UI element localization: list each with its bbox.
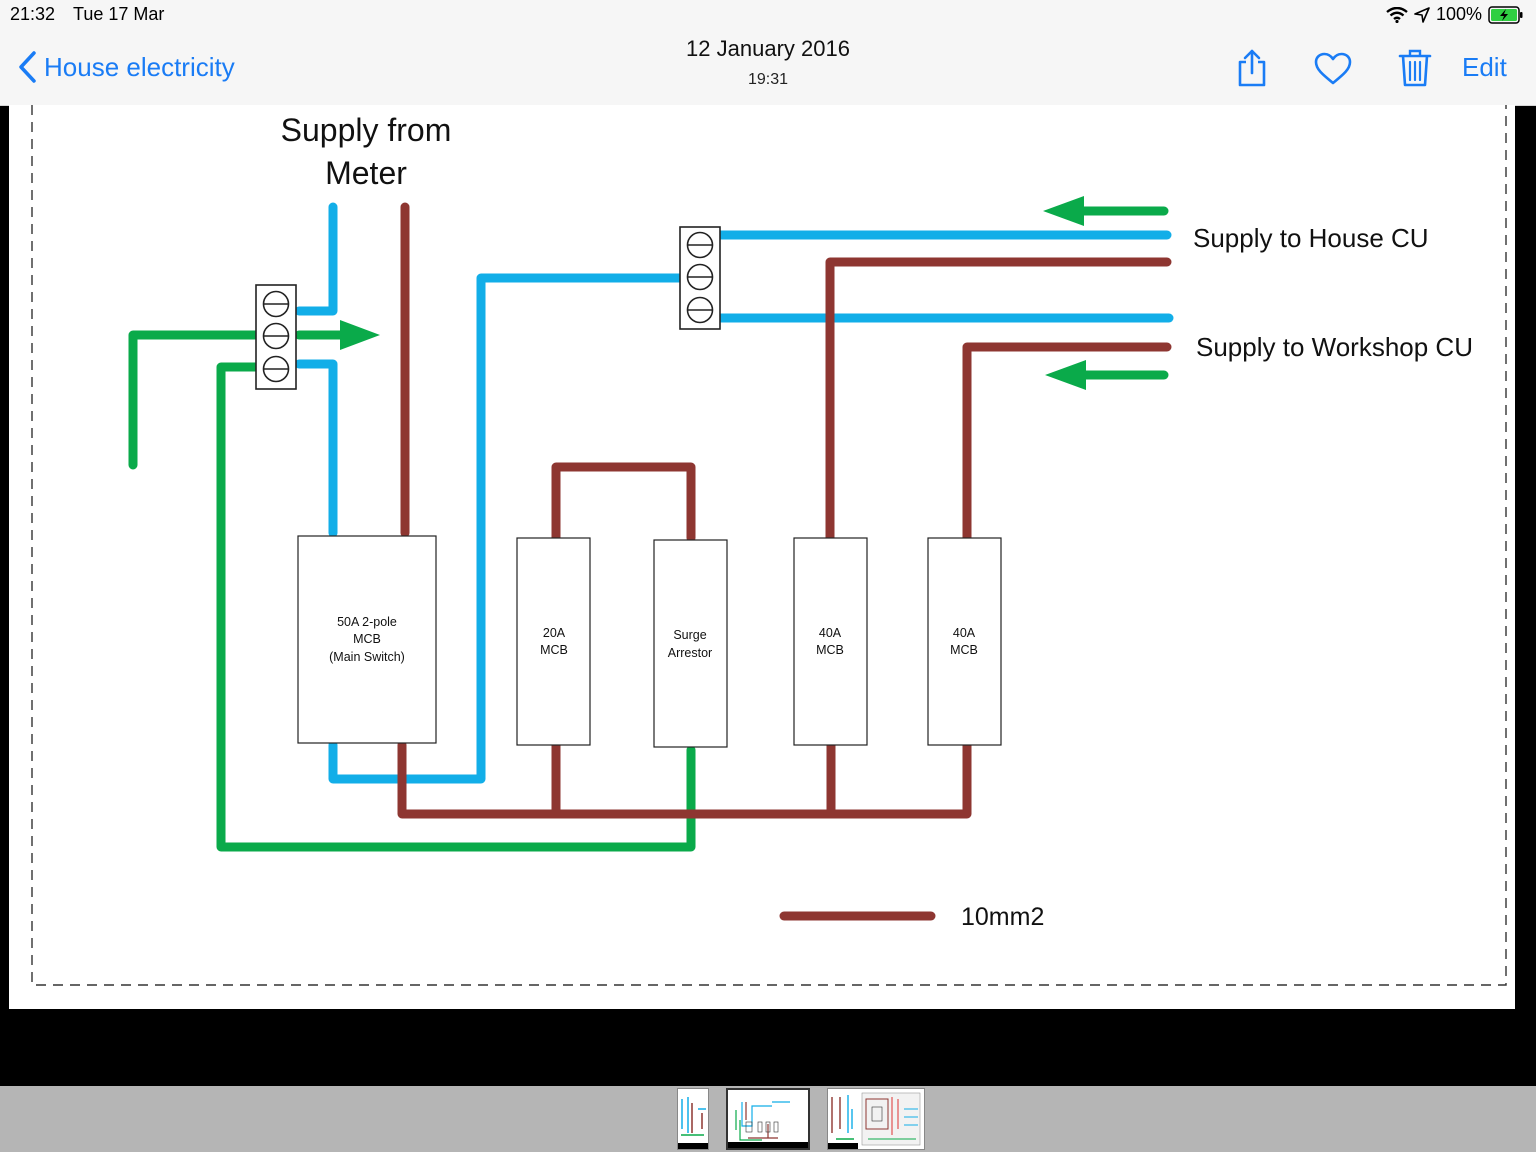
surge-line1: Surge bbox=[673, 628, 706, 642]
status-time: 21:32 bbox=[10, 4, 56, 24]
photo-canvas: 50A 2-pole MCB (Main Switch) 20A MCB Sur… bbox=[9, 105, 1515, 1009]
status-bar: 21:32 Tue 17 Mar 100% bbox=[0, 0, 1536, 30]
thumbnail-3[interactable] bbox=[827, 1088, 925, 1150]
live-wires bbox=[397, 202, 1172, 921]
mcb-20a-line1: 20A bbox=[543, 626, 566, 640]
status-right: 100% bbox=[1386, 4, 1524, 25]
main-switch-line2: MCB bbox=[353, 632, 381, 646]
dashed-border bbox=[31, 105, 1507, 986]
supply-house-label: Supply to House CU bbox=[1193, 223, 1429, 253]
supply-from-label-1: Supply from bbox=[281, 112, 452, 148]
trash-icon bbox=[1398, 49, 1432, 87]
photo-date-title: 12 January 2016 bbox=[686, 36, 850, 61]
legend-label: 10mm2 bbox=[961, 903, 1044, 931]
back-label: House electricity bbox=[44, 51, 235, 82]
wiring-diagram: 50A 2-pole MCB (Main Switch) 20A MCB Sur… bbox=[31, 105, 1507, 986]
chevron-left-icon bbox=[19, 51, 36, 83]
mcb-40a-box-2: 40A MCB bbox=[927, 537, 1002, 746]
terminal-block-left bbox=[255, 284, 297, 390]
status-date: Tue 17 Mar bbox=[73, 4, 165, 24]
mcb-40a-2-line1: 40A bbox=[953, 626, 976, 640]
favorite-button[interactable] bbox=[1314, 52, 1352, 91]
thumbnail-1[interactable] bbox=[677, 1088, 709, 1150]
nav-bar: House electricity 12 January 2016 19:31 … bbox=[0, 30, 1536, 106]
supply-workshop-label: Supply to Workshop CU bbox=[1196, 332, 1473, 362]
surge-arrestor-box: Surge Arrestor bbox=[653, 539, 728, 748]
main-switch-line1: 50A 2-pole bbox=[337, 615, 397, 629]
edit-button[interactable]: Edit bbox=[1462, 52, 1507, 82]
main-switch-line3: (Main Switch) bbox=[329, 650, 405, 664]
wifi-icon bbox=[1386, 6, 1408, 23]
photo-time-subtitle: 19:31 bbox=[747, 71, 789, 88]
surge-line2: Arrestor bbox=[668, 646, 712, 660]
thumbnail-2-selected[interactable] bbox=[726, 1088, 810, 1150]
heart-icon bbox=[1314, 52, 1352, 85]
back-button[interactable]: House electricity bbox=[16, 50, 235, 84]
mcb-40a-1-line2: MCB bbox=[816, 643, 844, 657]
mcb-40a-1-line1: 40A bbox=[819, 626, 842, 640]
earth-arrows bbox=[340, 196, 1086, 390]
location-arrow-icon bbox=[1414, 6, 1430, 23]
mcb-20a-box: 20A MCB bbox=[516, 537, 591, 746]
thumbnail-2-preview bbox=[728, 1101, 808, 1148]
thumbnail-3-preview bbox=[828, 1089, 921, 1149]
battery-percent: 100% bbox=[1435, 4, 1482, 24]
terminal-block-right bbox=[679, 226, 721, 330]
share-button[interactable] bbox=[1236, 48, 1268, 93]
mcb-40a-2-line2: MCB bbox=[950, 643, 978, 657]
neutral-wires bbox=[294, 202, 1174, 784]
main-switch-box: 50A 2-pole MCB (Main Switch) bbox=[297, 535, 437, 744]
supply-from-label-2: Meter bbox=[325, 155, 407, 191]
share-icon bbox=[1238, 49, 1266, 87]
delete-button[interactable] bbox=[1398, 48, 1432, 93]
battery-charging-icon bbox=[1488, 5, 1523, 24]
mcb-40a-box-1: 40A MCB bbox=[793, 537, 868, 746]
thumbnail-strip bbox=[0, 1086, 1536, 1152]
mcb-20a-line2: MCB bbox=[540, 643, 568, 657]
thumbnail-1-preview bbox=[678, 1097, 708, 1149]
